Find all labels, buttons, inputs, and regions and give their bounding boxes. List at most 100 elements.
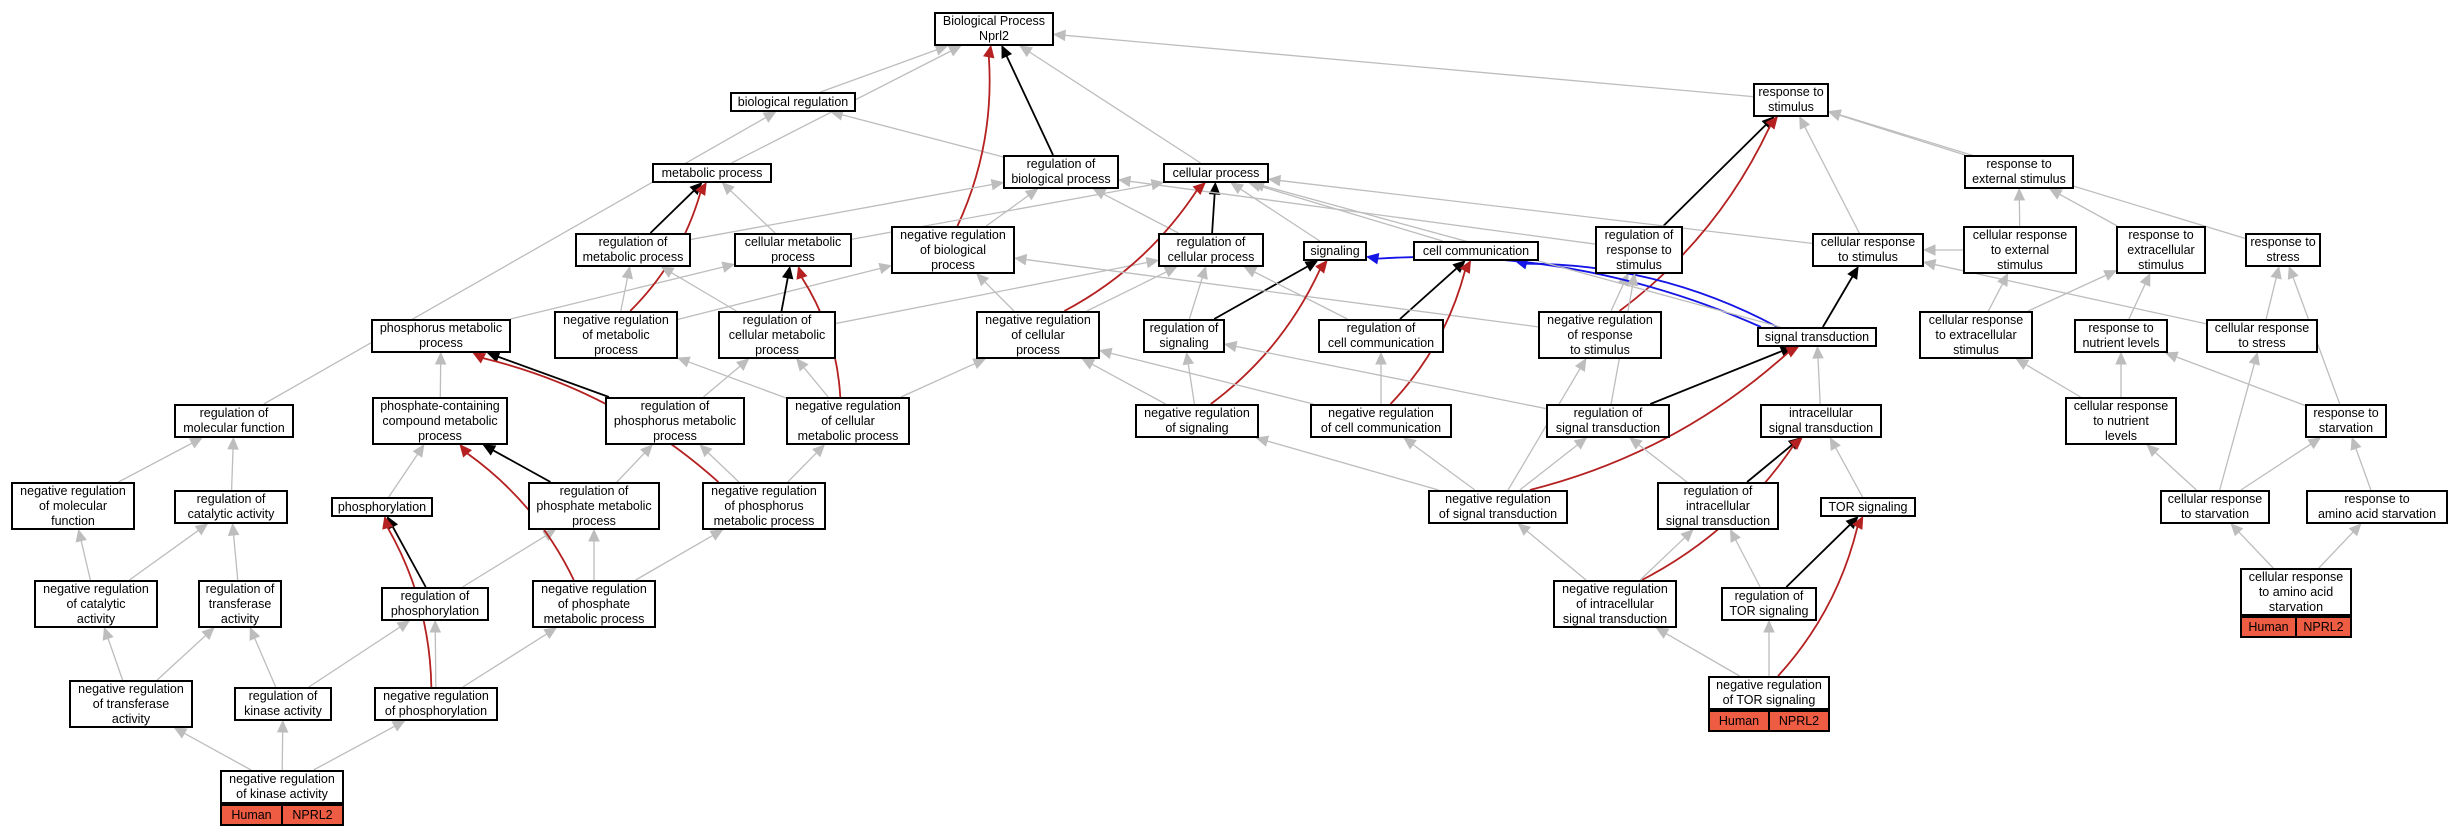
- edge-arrowhead: [1192, 182, 1206, 196]
- edge-arrowhead: [429, 619, 442, 633]
- edge-is-a: [2219, 351, 2260, 491]
- go-term-node[interactable]: response to nutrient levels: [2074, 319, 2168, 353]
- go-term-node[interactable]: phosphorus metabolic process: [371, 319, 511, 353]
- go-term-node[interactable]: response to starvation: [2305, 404, 2387, 438]
- edge-line: [1834, 447, 1864, 498]
- go-term-node[interactable]: cellular response to nutrient levels: [2065, 397, 2177, 445]
- go-term-node[interactable]: response to external stimulus: [1964, 155, 2074, 189]
- go-term-node[interactable]: response to stimulus: [1753, 83, 1829, 117]
- go-term-node[interactable]: negative regulation of TOR signaling: [1708, 676, 1830, 710]
- edge-arrowhead: [1626, 272, 1639, 287]
- edge-arrowhead: [391, 720, 406, 732]
- go-term-node[interactable]: biological regulation: [730, 92, 856, 112]
- go-term-node[interactable]: regulation of kinase activity: [234, 687, 332, 721]
- go-term-node[interactable]: negative regulation of catalytic activit…: [34, 580, 158, 628]
- edge-is-a: [156, 627, 215, 681]
- edge-part-of: [1662, 116, 1775, 227]
- go-term-node[interactable]: cell communication: [1413, 241, 1539, 261]
- edge-arrowhead: [1267, 174, 1282, 187]
- go-term-node[interactable]: TOR signaling: [1820, 497, 1916, 517]
- go-term-node[interactable]: cellular response to stress: [2206, 319, 2318, 353]
- go-term-node[interactable]: negative regulation of metabolic process: [554, 311, 678, 359]
- edge-line: [1063, 189, 1198, 312]
- go-term-node[interactable]: regulation of signaling: [1143, 319, 1225, 353]
- go-term-node[interactable]: response to extracellular stimulus: [2116, 226, 2206, 274]
- go-term-node[interactable]: cellular response to external stimulus: [1963, 226, 2077, 274]
- go-term-node[interactable]: negative regulation of phosphorylation: [374, 687, 498, 721]
- go-term-node[interactable]: cellular process: [1163, 163, 1269, 183]
- go-term-node[interactable]: negative regulation of cellular metaboli…: [786, 397, 910, 445]
- edge-is-a: [1092, 188, 1179, 234]
- edge-arrowhead: [1847, 265, 1859, 280]
- go-term-node[interactable]: regulation of transferase activity: [198, 580, 282, 628]
- go-term-node[interactable]: regulation of cell communication: [1318, 319, 1444, 353]
- go-term-node[interactable]: negative regulation of signaling: [1135, 404, 1259, 438]
- edge-arrowhead: [1243, 266, 1258, 278]
- edge-is-a: [677, 262, 893, 320]
- go-term-node[interactable]: negative regulation of phosphorus metabo…: [702, 482, 826, 530]
- edge-arrowhead: [2115, 351, 2127, 365]
- go-term-node[interactable]: regulation of metabolic process: [575, 233, 691, 267]
- go-term-node[interactable]: cellular metabolic process: [734, 233, 852, 267]
- go-term-node[interactable]: negative regulation of phosphate metabol…: [532, 580, 656, 628]
- edge-is-a: [660, 266, 737, 312]
- go-term-node[interactable]: metabolic process: [652, 163, 772, 183]
- edge-line: [118, 442, 193, 483]
- edge-line: [492, 449, 551, 483]
- edge-is-a: [1922, 259, 2207, 325]
- go-term-node[interactable]: negative regulation of biological proces…: [891, 226, 1015, 274]
- go-term-node[interactable]: response to stress: [2245, 233, 2321, 267]
- go-term-node[interactable]: regulation of catalytic activity: [174, 490, 288, 524]
- edge-arrowhead: [1117, 175, 1132, 188]
- go-term-node[interactable]: regulation of phosphorus metabolic proce…: [605, 397, 745, 445]
- go-term-node[interactable]: negative regulation of intracellular sig…: [1553, 580, 1677, 628]
- go-term-node[interactable]: cellular response to starvation: [2160, 490, 2270, 524]
- edge-arrowhead: [640, 444, 653, 458]
- species-label: Human: [220, 804, 282, 826]
- go-term-node[interactable]: cellular response to amino acid starvati…: [2240, 568, 2352, 616]
- go-term-node[interactable]: negative regulation of kinase activity: [220, 770, 344, 804]
- edge-arrowhead: [459, 444, 473, 458]
- go-term-node[interactable]: negative regulation of response to stimu…: [1538, 311, 1662, 359]
- go-term-node[interactable]: regulation of cellular process: [1158, 233, 1264, 267]
- go-term-node[interactable]: negative regulation of cell communicatio…: [1310, 404, 1452, 438]
- go-term-node[interactable]: Biological Process Nprl2: [934, 12, 1054, 46]
- edge-is-a: [796, 358, 829, 398]
- edge-is-a: [690, 178, 1005, 241]
- go-term-node[interactable]: regulation of intracellular signal trans…: [1657, 482, 1779, 530]
- go-term-node[interactable]: negative regulation of transferase activ…: [69, 680, 193, 728]
- edge-line: [1259, 185, 1443, 242]
- edge-arrowhead: [947, 45, 962, 57]
- go-term-node[interactable]: regulation of phosphate metabolic proces…: [528, 482, 660, 530]
- edge-arrowhead: [1223, 340, 1238, 353]
- go-term-node[interactable]: signal transduction: [1757, 327, 1877, 347]
- go-term-node[interactable]: response to amino acid starvation: [2306, 490, 2448, 524]
- edge-arrowhead: [2103, 270, 2118, 281]
- edge-line: [1103, 193, 1179, 234]
- go-term-node[interactable]: negative regulation of cellular process: [976, 311, 1100, 359]
- edge-is-a: [1182, 351, 1196, 405]
- go-term-node[interactable]: intracellular signal transduction: [1760, 404, 1882, 438]
- edge-is-a: [1403, 437, 1476, 491]
- edge-arrowhead: [1785, 346, 1800, 358]
- go-term-node[interactable]: regulation of molecular function: [174, 404, 294, 438]
- go-term-node[interactable]: signaling: [1303, 241, 1367, 261]
- go-term-node[interactable]: regulation of phosphorylation: [381, 587, 489, 621]
- edge-arrowhead: [1459, 259, 1472, 274]
- go-term-node[interactable]: regulation of cellular metabolic process: [718, 311, 836, 359]
- edge-arrowhead: [1922, 259, 1937, 271]
- edge-line: [2128, 283, 2146, 320]
- go-term-node[interactable]: negative regulation of signal transducti…: [1428, 490, 1568, 524]
- go-term-node[interactable]: phosphate-containing compound metabolic …: [372, 397, 508, 445]
- go-term-node[interactable]: regulation of response to stimulus: [1595, 226, 1683, 274]
- go-term-node[interactable]: regulation of biological process: [1003, 155, 1119, 189]
- go-term-node[interactable]: regulation of signal transduction: [1546, 404, 1670, 438]
- edge-line: [1110, 352, 1314, 405]
- go-term-node[interactable]: regulation of TOR signaling: [1721, 587, 1817, 621]
- go-term-node[interactable]: negative regulation of molecular functio…: [11, 482, 135, 530]
- edge-is-a: [102, 626, 124, 681]
- go-term-node[interactable]: cellular response to extracellular stimu…: [1919, 311, 2033, 359]
- edge-line: [313, 725, 396, 771]
- go-term-node[interactable]: cellular response to stimulus: [1812, 233, 1924, 267]
- go-term-node[interactable]: phosphorylation: [331, 497, 433, 517]
